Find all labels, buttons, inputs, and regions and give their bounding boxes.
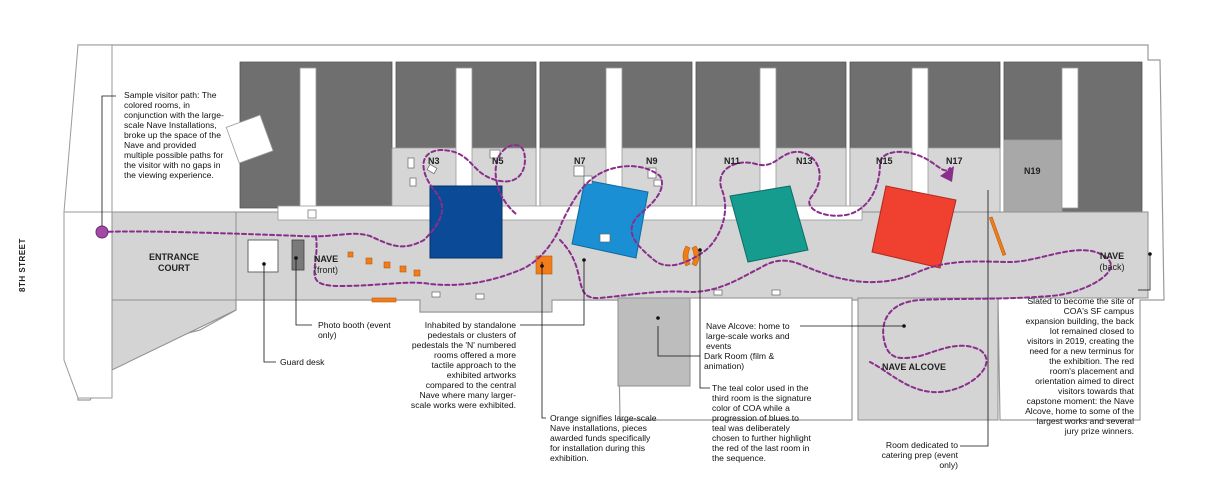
entrance-objects [247, 239, 305, 273]
room-label-n5: N5 [492, 156, 504, 166]
annotation-guard-desk: Guard desk [280, 357, 325, 367]
annotation-visitor-path: Sample visitor path: The colored rooms, … [124, 90, 224, 180]
annotation-expansion: Slated to become the site of COA's SF ca… [1025, 296, 1134, 436]
nave-back-label-line1: NAVE [1100, 251, 1124, 261]
path-arrow-icon [940, 166, 954, 182]
entrance-court-floor [111, 211, 237, 301]
leader-lines [101, 95, 1151, 447]
room-lightblue [571, 179, 649, 259]
annotation-pedestals: Inhabited by standalone pedestals or clu… [410, 320, 516, 410]
nave-back-label-line2: (back) [1099, 262, 1124, 272]
room-label-n7: N7 [574, 156, 586, 166]
annotation-teal: The teal color used in the third room is… [712, 383, 812, 463]
photo-booth-box [291, 239, 305, 271]
pedestals [307, 149, 781, 300]
upper-room-walls [225, 67, 1079, 209]
leader-dots [262, 248, 1152, 328]
entrance-court-label-line2: COURT [158, 263, 190, 273]
colored-rooms [429, 179, 957, 269]
annotation-orange: Orange signifies large-scale Nave instal… [550, 413, 657, 463]
street-label: 8TH STREET [18, 238, 27, 292]
room-blue [429, 185, 503, 259]
annotation-photo-booth: Photo booth (event only) [318, 320, 391, 340]
annotation-nave-alcove: Nave Alcove: home to large-scale works a… [706, 321, 790, 351]
room-label-n15: N15 [876, 156, 893, 166]
path-start-dot [95, 225, 109, 239]
visitor-path [101, 144, 1112, 394]
entrance-court-label-line1: ENTRANCE [149, 252, 199, 262]
room-label-n3: N3 [428, 156, 440, 166]
room-label-n11: N11 [724, 156, 740, 166]
dark-room-floor [617, 297, 691, 387]
room-red [871, 185, 957, 269]
room-labels: N3 N5 N7 N9 N11 N13 N15 N17 N19 [428, 156, 1041, 176]
nave-alcove-label: NAVE ALCOVE [882, 362, 946, 372]
room-label-n19: N19 [1024, 166, 1041, 176]
area-labels: ENTRANCE COURT NAVE (front) NAVE (back) … [149, 251, 1125, 372]
nave-alcove-floor [857, 297, 999, 421]
nave-front-label-line2: (front) [314, 265, 338, 275]
room-label-n13: N13 [796, 156, 813, 166]
annotation-dark-room: Dark Room (film & animation) [704, 351, 775, 371]
annotation-catering: Room dedicated to catering prep (event o… [881, 440, 958, 470]
room-label-n17: N17 [946, 156, 963, 166]
nave-front-label-line1: NAVE [314, 254, 338, 264]
room-label-n9: N9 [646, 156, 658, 166]
guard-desk-box [247, 239, 279, 273]
room-teal [729, 185, 809, 263]
